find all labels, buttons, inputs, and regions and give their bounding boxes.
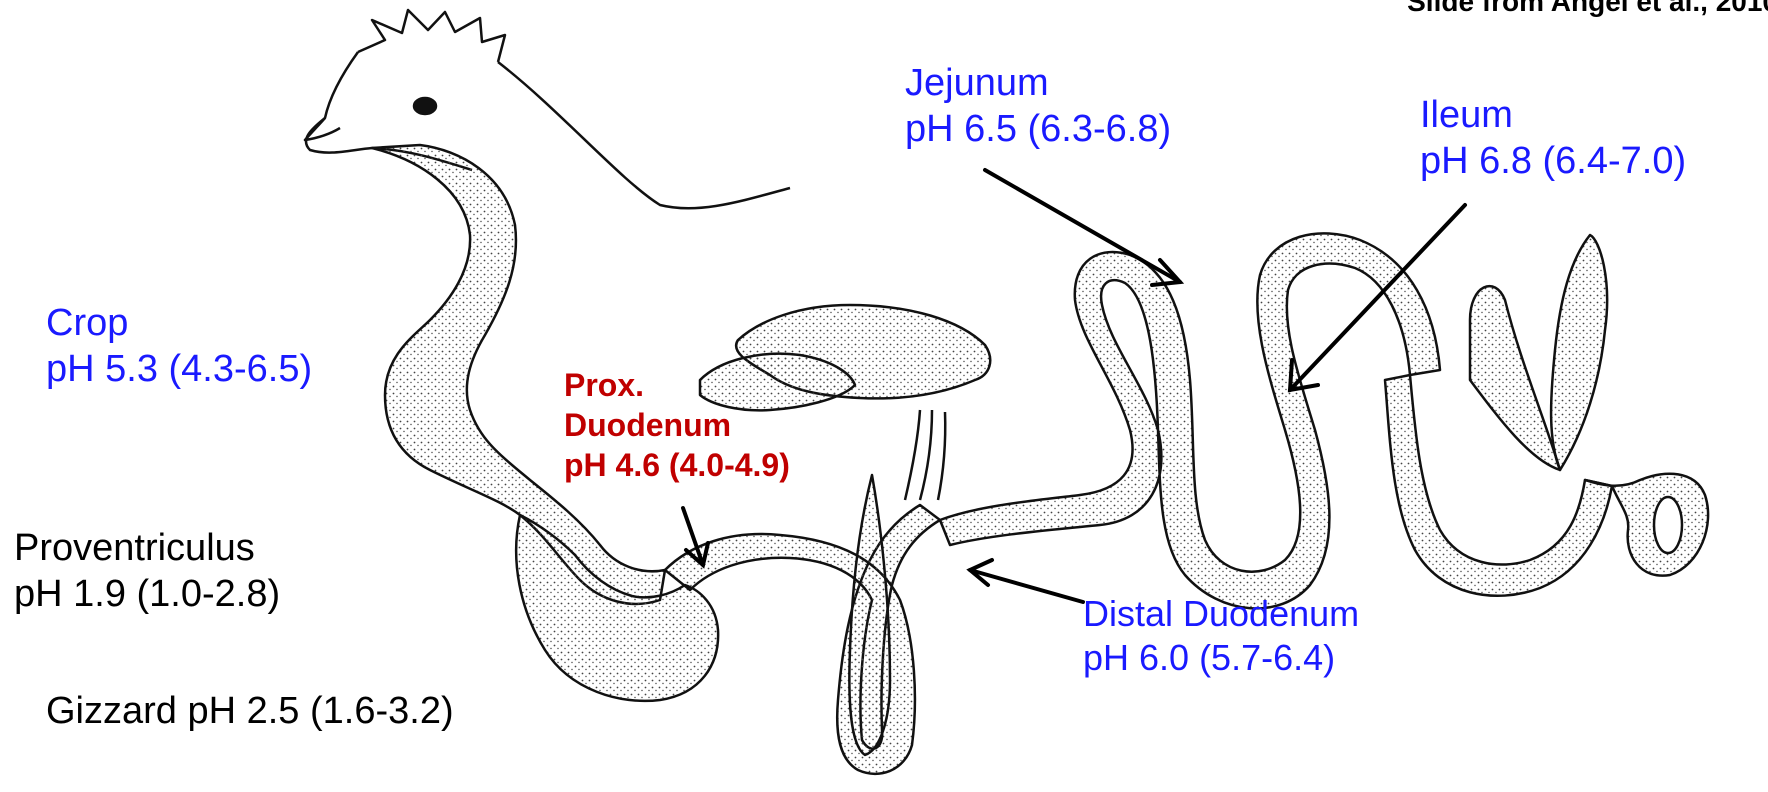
prox-duodenum-label: Prox. Duodenum pH 4.6 (4.0-4.9) [564, 365, 790, 485]
prox-duodenum-line2: Duodenum [564, 405, 790, 445]
distal-duodenum-label: Distal Duodenum pH 6.0 (5.7-6.4) [1083, 592, 1359, 680]
slide-credit: Slide from Angel et al., 2010 [1407, 0, 1768, 18]
ceca [1470, 286, 1560, 470]
bile-ducts [905, 410, 945, 500]
prox-duodenum-ph: pH 4.6 (4.0-4.9) [564, 445, 790, 485]
ileum-ph: pH 6.8 (6.4-7.0) [1420, 138, 1686, 184]
proventriculus-label: Proventriculus pH 1.9 (1.0-2.8) [14, 525, 280, 618]
gizzard [516, 515, 718, 701]
pancreas [849, 475, 890, 755]
prox-duodenum-line1: Prox. [564, 365, 790, 405]
crop-label: Crop pH 5.3 (4.3-6.5) [46, 300, 312, 393]
jejunum-coil [940, 233, 1440, 608]
chicken-comb [358, 10, 505, 62]
gizzard-label: Gizzard pH 2.5 (1.6-3.2) [46, 688, 454, 734]
vent-opening [1654, 497, 1682, 553]
jejunum-label: Jejunum pH 6.5 (6.3-6.8) [905, 60, 1171, 153]
distal-duodenum-ph: pH 6.0 (5.7-6.4) [1083, 636, 1359, 680]
small-intestine-coils [940, 233, 1708, 608]
chicken-head [305, 10, 790, 208]
ileum-name: Ileum [1420, 92, 1686, 138]
proventriculus-name: Proventriculus [14, 525, 280, 571]
crop-ph: pH 5.3 (4.3-6.5) [46, 346, 312, 392]
distal-duodenum-name: Distal Duodenum [1083, 592, 1359, 636]
chicken-eye [414, 98, 436, 114]
beak [305, 118, 340, 140]
ileum-label: Ileum pH 6.8 (6.4-7.0) [1420, 92, 1686, 185]
ceca-right [1551, 235, 1607, 470]
crop-name: Crop [46, 300, 312, 346]
proventriculus-ph: pH 1.9 (1.0-2.8) [14, 571, 280, 617]
jejunum-name: Jejunum [905, 60, 1171, 106]
back-line [498, 62, 790, 208]
jejunum-ph: pH 6.5 (6.3-6.8) [905, 106, 1171, 152]
